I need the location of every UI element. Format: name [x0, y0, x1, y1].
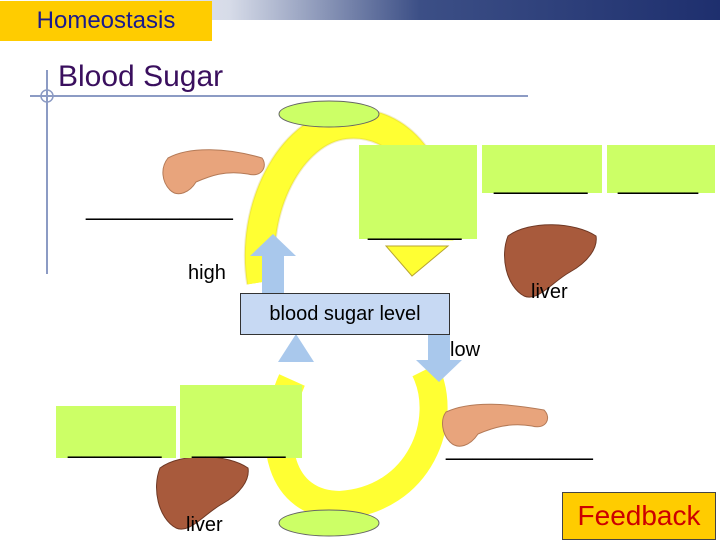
page-title: Blood Sugar — [58, 60, 224, 93]
section-title: Homeostasis — [0, 1, 212, 41]
blank-green-top-3: _______ — [368, 214, 462, 241]
high-arrow-shaft — [262, 250, 284, 294]
high-label: high — [188, 262, 226, 284]
blank-pancreas-bottom: ___________ — [446, 434, 593, 461]
blank-pancreas-top: ___________ — [86, 194, 233, 221]
green-box-top-2 — [482, 145, 602, 193]
low-label: low — [450, 339, 481, 361]
blank-green-bottom-1: _______ — [68, 432, 162, 459]
blank-green-bottom-2: _______ — [192, 432, 286, 459]
green-box-bottom-2 — [180, 385, 302, 458]
green-box-top-1 — [359, 145, 477, 239]
low-arrow-shaft — [428, 332, 450, 364]
blank-green-top-2: ______ — [618, 168, 699, 195]
bottom-cycle-arrowhead — [278, 334, 314, 362]
low-arrow-head — [416, 360, 462, 382]
liver-bottom-label: liver — [186, 514, 223, 536]
blood-sugar-level-label: blood sugar level — [269, 302, 421, 325]
feedback-label: Feedback — [577, 500, 701, 531]
liver-top-label: liver — [531, 281, 568, 303]
green-box-top-3 — [607, 145, 715, 193]
blank-green-top-1: _______ — [494, 168, 588, 195]
top-cycle-arrowhead — [384, 245, 450, 277]
green-box-bottom-1 — [56, 406, 176, 458]
blood-sugar-level-box: blood sugar level — [240, 293, 450, 335]
liver-top-icon — [504, 224, 597, 298]
pancreas-bottom-icon — [442, 403, 548, 447]
bottom-cycle-arc — [265, 363, 448, 520]
crosshair-icon — [40, 89, 54, 103]
high-arrow-head — [250, 234, 296, 256]
pancreas-top-icon — [162, 149, 265, 195]
top-oval — [278, 100, 380, 128]
bottom-oval — [278, 509, 380, 537]
feedback-button[interactable]: Feedback — [562, 492, 716, 540]
